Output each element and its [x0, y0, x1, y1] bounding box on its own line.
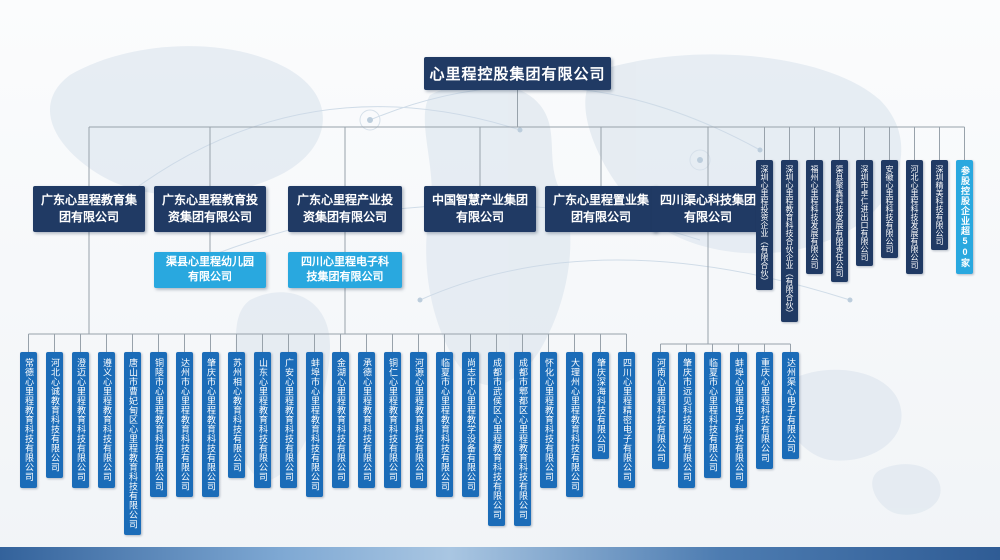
subsidiary-label: 河北心诚教育科技有限公司 — [50, 358, 60, 472]
subsidiary-box: 铜陵市心里程教育科技有限公司 — [150, 352, 167, 497]
education-subsidiaries-row: 常德心里程教育科技有限公司 河北心诚教育科技有限公司 澄迈心里程教育科技有限公司… — [20, 352, 635, 535]
subsidiary-box: 成都市郫都区心里程教育科技有限公司 — [514, 352, 531, 526]
affiliate-box: 深圳市卓仁进出口有限公司 — [856, 160, 873, 266]
subsidiary-label: 大理州心里程教育科技有限公司 — [570, 358, 580, 491]
subsidiary-label: 遵义心里程教育科技有限公司 — [102, 358, 112, 482]
subsidiary-box: 肇庆市远见科技股份有限公司 — [678, 352, 695, 488]
subsidiary-box: 河源心里程教育科技有限公司 — [410, 352, 427, 488]
subsidiary-box: 山东心里程教育科技有限公司 — [254, 352, 271, 488]
subsidiary-label: 河南心里程科技有限公司 — [656, 358, 666, 463]
bottom-gradient-bar — [0, 547, 1000, 560]
subsidiary-label: 山东心里程教育科技有限公司 — [258, 358, 268, 482]
affiliate-label: 河北心里程科技发展有限公司 — [910, 165, 919, 269]
subsidiary-label: 肇庆市心里程教育科技有限公司 — [206, 358, 216, 491]
group-box-real-estate: 广东心里程置业集团有限公司 — [545, 186, 657, 232]
subsidiary-label: 重庆心里程科技有限公司 — [760, 358, 770, 463]
subsidiary-label: 蚌埠心里程电子科技有限公司 — [734, 358, 744, 482]
subsidiary-box: 金湖心里程教育科技有限公司 — [332, 352, 349, 488]
subsidiary-box: 苏州相心教育科技有限公司 — [228, 352, 245, 478]
subsidiary-label: 铜陵市心里程教育科技有限公司 — [154, 358, 164, 491]
subsidiary-box: 重庆心里程科技有限公司 — [756, 352, 773, 469]
affiliate-label: 深圳精美科技有限公司 — [935, 165, 944, 245]
subsidiary-label: 河源心里程教育科技有限公司 — [414, 358, 424, 482]
group-box-smart-industry: 中国智慧产业集团有限公司 — [424, 186, 536, 232]
affiliate-box: 渠县聚鑫科技发展有限责任公司 — [831, 160, 848, 282]
affiliate-label: 深圳心里程投资企业（有限合伙） — [760, 165, 769, 285]
subsidiary-box: 肇庆深海科技有限公司 — [592, 352, 609, 459]
affiliate-box: 深圳心里程投资企业（有限合伙） — [756, 160, 773, 290]
subsidiary-label: 金湖心里程教育科技有限公司 — [336, 358, 346, 482]
subsidiary-box: 河南心里程科技有限公司 — [652, 352, 669, 469]
subsidiary-label: 常德心里程教育科技有限公司 — [24, 358, 34, 482]
child-box-kindergarten: 渠县心里程幼儿园有限公司 — [154, 252, 266, 288]
affiliates-row: 深圳心里程投资企业（有限合伙） 深圳心里程教育科技合伙企业（有限合伙） 福州心里… — [756, 160, 948, 322]
equity-note-box: 参股控股企业超50家 — [956, 160, 973, 274]
subsidiary-label: 四川心里程精密电子有限公司 — [622, 358, 632, 482]
subsidiary-label: 苏州相心教育科技有限公司 — [232, 358, 242, 472]
subsidiary-label: 肇庆市远见科技股份有限公司 — [682, 358, 692, 482]
affiliate-label: 渠县聚鑫科技发展有限责任公司 — [835, 165, 844, 277]
subsidiary-box: 临夏市心里程科技有限公司 — [704, 352, 721, 478]
affiliate-box: 河北心里程科技发展有限公司 — [906, 160, 923, 274]
subsidiary-box: 广安心里程教育科技有限公司 — [280, 352, 297, 488]
root-company-box: 心里程控股集团有限公司 — [424, 57, 611, 90]
affiliate-label: 深圳心里程教育科技合伙企业（有限合伙） — [785, 165, 794, 317]
subsidiary-box: 达州渠心电子有限公司 — [782, 352, 799, 459]
affiliate-box: 深圳心里程教育科技合伙企业（有限合伙） — [781, 160, 798, 322]
subsidiary-label: 广安心里程教育科技有限公司 — [284, 358, 294, 482]
subsidiary-label: 铜仁心里程教育科技有限公司 — [388, 358, 398, 482]
subsidiary-box: 河北心诚教育科技有限公司 — [46, 352, 63, 478]
subsidiary-label: 唐山市曹妃甸区心里程教育科技有限公司 — [128, 358, 138, 529]
affiliate-label: 深圳市卓仁进出口有限公司 — [860, 165, 869, 261]
subsidiary-box: 成都市武侯区心里程教育科技有限公司 — [488, 352, 505, 526]
affiliate-label: 安徽心里程科技有限公司 — [885, 165, 894, 253]
subsidiary-label: 澄迈心里程教育科技有限公司 — [76, 358, 86, 482]
subsidiary-label: 尚志市心里程教学设备有限公司 — [466, 358, 476, 491]
subsidiary-box: 承德心里程教育科技有限公司 — [358, 352, 375, 488]
subsidiary-box: 澄迈心里程教育科技有限公司 — [72, 352, 89, 488]
subsidiary-box: 常德心里程教育科技有限公司 — [20, 352, 37, 488]
subsidiary-box: 铜仁心里程教育科技有限公司 — [384, 352, 401, 488]
subsidiary-label: 承德心里程教育科技有限公司 — [362, 358, 372, 482]
subsidiary-label: 达州市心里程教育科技有限公司 — [180, 358, 190, 491]
subsidiary-label: 成都市武侯区心里程教育科技有限公司 — [492, 358, 502, 520]
subsidiary-label: 临夏市心里程科技有限公司 — [708, 358, 718, 472]
subsidiary-label: 蚌埠市心里程教育科技有限公司 — [310, 358, 320, 491]
child-box-electronics-group: 四川心里程电子科技集团有限公司 — [288, 252, 402, 288]
equity-note-label: 参股控股企业超50家 — [960, 166, 970, 268]
subsidiary-box: 唐山市曹妃甸区心里程教育科技有限公司 — [124, 352, 141, 535]
tech-subsidiaries-row: 河南心里程科技有限公司 肇庆市远见科技股份有限公司 临夏市心里程科技有限公司 蚌… — [652, 352, 799, 488]
subsidiary-box: 怀化心里程教育科技有限公司 — [540, 352, 557, 488]
subsidiary-label: 成都市郫都区心里程教育科技有限公司 — [518, 358, 528, 520]
subsidiary-box: 蚌埠市心里程教育科技有限公司 — [306, 352, 323, 497]
group-box-education: 广东心里程教育集团有限公司 — [33, 186, 145, 232]
subsidiary-label: 达州渠心电子有限公司 — [786, 358, 796, 453]
subsidiary-box: 遵义心里程教育科技有限公司 — [98, 352, 115, 488]
subsidiary-box: 临夏市心里程教育科技有限公司 — [436, 352, 453, 497]
subsidiary-box: 四川心里程精密电子有限公司 — [618, 352, 635, 488]
affiliate-label: 福州心里程科技发展有限公司 — [810, 165, 819, 269]
subsidiary-box: 蚌埠心里程电子科技有限公司 — [730, 352, 747, 488]
subsidiary-box: 肇庆市心里程教育科技有限公司 — [202, 352, 219, 497]
affiliate-box: 深圳精美科技有限公司 — [931, 160, 948, 250]
subsidiary-box: 达州市心里程教育科技有限公司 — [176, 352, 193, 497]
subsidiary-label: 怀化心里程教育科技有限公司 — [544, 358, 554, 482]
group-box-quxin-tech: 四川渠心科技集团有限公司 — [652, 186, 764, 232]
subsidiary-label: 肇庆深海科技有限公司 — [596, 358, 606, 453]
subsidiary-box: 大理州心里程教育科技有限公司 — [566, 352, 583, 497]
affiliate-box: 福州心里程科技发展有限公司 — [806, 160, 823, 274]
group-box-education-invest: 广东心里程教育投资集团有限公司 — [154, 186, 266, 232]
subsidiary-box: 尚志市心里程教学设备有限公司 — [462, 352, 479, 497]
affiliate-box: 安徽心里程科技有限公司 — [881, 160, 898, 258]
subsidiary-label: 临夏市心里程教育科技有限公司 — [440, 358, 450, 491]
group-box-industry-invest: 广东心里程产业投资集团有限公司 — [288, 186, 402, 232]
